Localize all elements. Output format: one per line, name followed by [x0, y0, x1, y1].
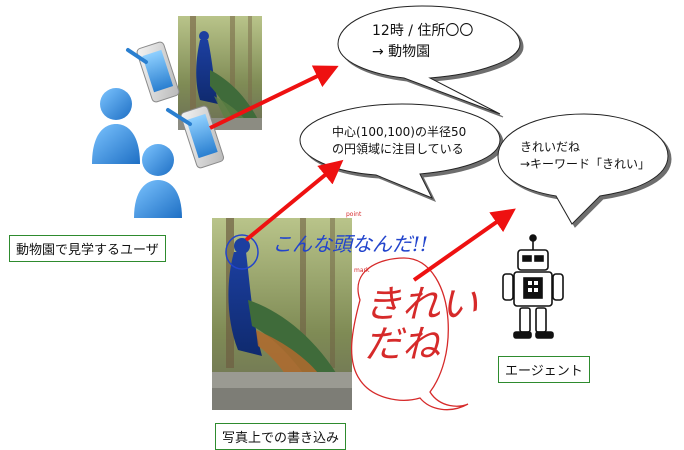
person-icon — [134, 144, 182, 218]
writing-label: 写真上での書き込み — [215, 423, 347, 450]
smartphone-icon — [126, 41, 180, 103]
top-bubble-line-2: → 動物園 — [372, 44, 431, 60]
peacock-photo: point mark — [212, 211, 370, 410]
right-bubble-line-2: →キーワード「きれい」 — [520, 157, 651, 171]
middle-bubble-text: 中心(100,100)の半径50 の円領域に注目している — [332, 124, 466, 158]
top-bubble-line-1: 12時 / 住所〇〇 — [372, 23, 474, 39]
arrow-writing-to-right-bubble — [412, 208, 516, 282]
speech-bubble-right — [497, 113, 669, 225]
person-icon — [92, 88, 140, 164]
arrow-phone-to-top-bubble — [209, 65, 339, 130]
right-bubble-line-1: きれいだね — [520, 140, 581, 154]
svg-text:point: point — [346, 211, 362, 218]
svg-text:mark: mark — [354, 267, 370, 274]
handwritten-bubble — [350, 257, 469, 411]
middle-bubble-line-2: の円領域に注目している — [332, 142, 464, 156]
robot-icon — [502, 234, 564, 339]
right-bubble-text: きれいだね →キーワード「きれい」 — [520, 139, 650, 173]
smartphone-icon — [166, 105, 225, 169]
attention-circle — [225, 234, 259, 270]
arrow-photo-to-middle-bubble — [244, 159, 344, 242]
arrow-group — [209, 65, 516, 282]
red-handwriting-line-2: だね — [364, 322, 441, 366]
speech-bubble-top — [337, 5, 521, 115]
red-handwriting-line-1: きれい — [364, 282, 479, 326]
top-bubble-text: 12時 / 住所〇〇 → 動物園 — [372, 21, 473, 63]
middle-bubble-line-1: 中心(100,100)の半径50 — [332, 125, 467, 139]
red-handwriting: きれい だね — [364, 284, 478, 364]
speech-bubble-middle — [299, 103, 501, 199]
blue-handwriting: こんな頭なんだ!! — [272, 232, 429, 256]
user-label: 動物園で見学するユーザ — [9, 235, 166, 262]
agent-label: エージェント — [498, 356, 590, 383]
